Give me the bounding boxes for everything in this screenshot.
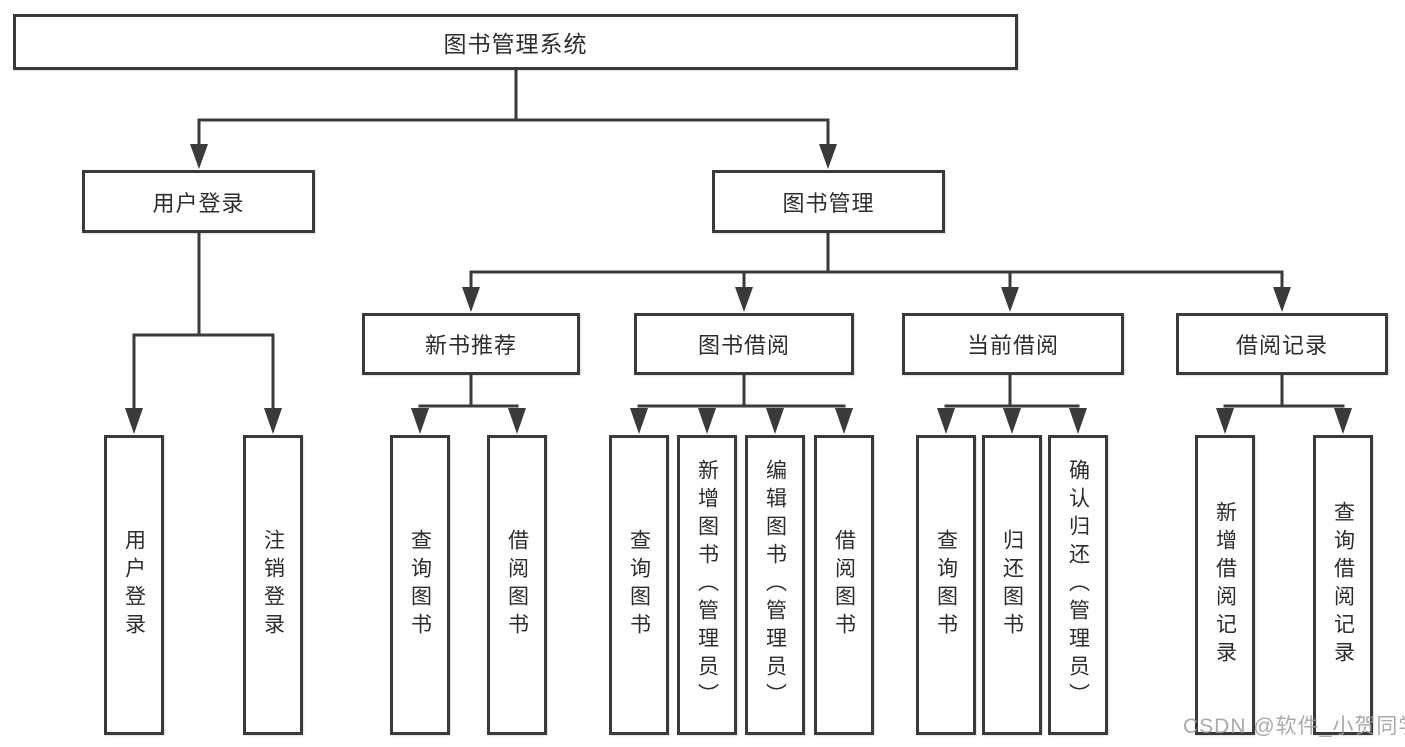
leaf-borrow-books-recommend: 借阅图书 xyxy=(487,435,547,735)
node-book-management: 图书管理 xyxy=(712,170,945,233)
leaf-user-login: 用户登录 xyxy=(104,435,164,735)
leaf-query-borrow-record: 查询借阅记录 xyxy=(1313,435,1373,735)
node-new-book-recommendation: 新书推荐 xyxy=(362,313,580,375)
node-current-borrowing: 当前借阅 xyxy=(902,313,1124,375)
leaf-logout-login: 注销登录 xyxy=(243,435,303,735)
leaf-add-borrow-record: 新增借阅记录 xyxy=(1195,435,1255,735)
leaf-query-books-current: 查询图书 xyxy=(916,435,976,735)
leaf-confirm-return-admin: 确认归还（管理员） xyxy=(1048,435,1108,735)
leaf-query-books-recommend: 查询图书 xyxy=(390,435,450,735)
leaf-borrow-books: 借阅图书 xyxy=(814,435,874,735)
node-library-management-system: 图书管理系统 xyxy=(13,14,1018,70)
leaf-add-books-admin: 新增图书（管理员） xyxy=(677,435,737,735)
leaf-query-books-borrow: 查询图书 xyxy=(609,435,669,735)
leaf-return-books: 归还图书 xyxy=(982,435,1042,735)
arrowheads xyxy=(125,144,1352,434)
watermark: CSDN @软件_小贺同学 xyxy=(1183,715,1405,738)
leaf-edit-books-admin: 编辑图书（管理员） xyxy=(745,435,805,735)
node-book-borrowing: 图书借阅 xyxy=(634,313,854,375)
node-user-login: 用户登录 xyxy=(82,170,315,233)
node-borrowing-records: 借阅记录 xyxy=(1176,313,1388,375)
